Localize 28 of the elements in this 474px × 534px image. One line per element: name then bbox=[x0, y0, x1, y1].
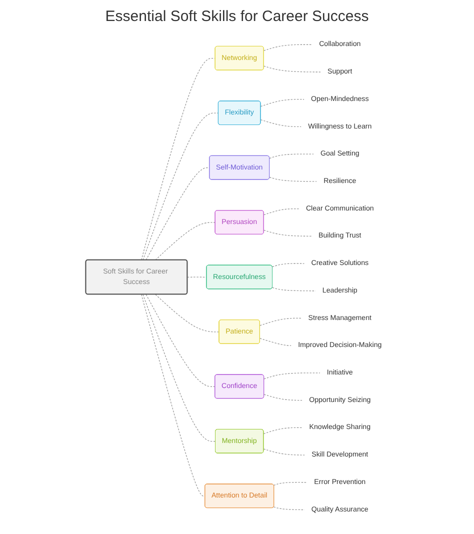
connector bbox=[146, 294, 216, 387]
connector bbox=[263, 427, 304, 434]
connector bbox=[155, 294, 220, 332]
connector bbox=[187, 276, 207, 278]
connector bbox=[260, 318, 302, 326]
connector bbox=[264, 230, 312, 237]
connector bbox=[264, 44, 314, 51]
connector bbox=[269, 176, 318, 182]
connector bbox=[263, 448, 306, 456]
connector bbox=[260, 338, 292, 346]
connector bbox=[264, 66, 322, 72]
connector bbox=[146, 167, 210, 260]
connector bbox=[264, 372, 321, 380]
diagram-title: Essential Soft Skills for Career Success bbox=[104, 8, 370, 25]
connector bbox=[273, 482, 308, 486]
connector bbox=[141, 294, 206, 496]
connector bbox=[260, 99, 305, 107]
connector bbox=[272, 263, 306, 268]
connector bbox=[264, 208, 300, 216]
connector bbox=[264, 394, 303, 401]
connector bbox=[155, 222, 216, 260]
connector bbox=[260, 119, 302, 128]
connector bbox=[273, 506, 306, 510]
connector bbox=[142, 294, 216, 442]
connector bbox=[142, 112, 219, 260]
connector bbox=[272, 287, 316, 292]
connector bbox=[141, 58, 216, 260]
connector bbox=[269, 154, 314, 159]
